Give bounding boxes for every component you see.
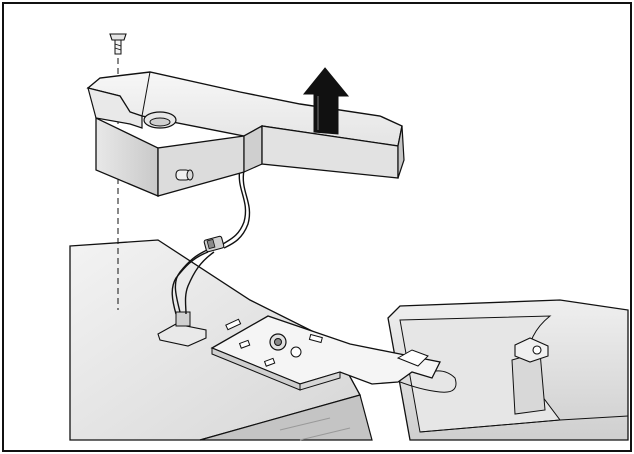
sensor-cable — [171, 167, 251, 315]
hinge-tab — [514, 337, 549, 363]
mounting-plate — [210, 315, 441, 391]
screw — [109, 33, 127, 55]
clip — [157, 311, 242, 347]
chassis-panel — [69, 239, 373, 441]
cable-connector — [203, 235, 225, 253]
lift-arrow — [302, 67, 350, 135]
